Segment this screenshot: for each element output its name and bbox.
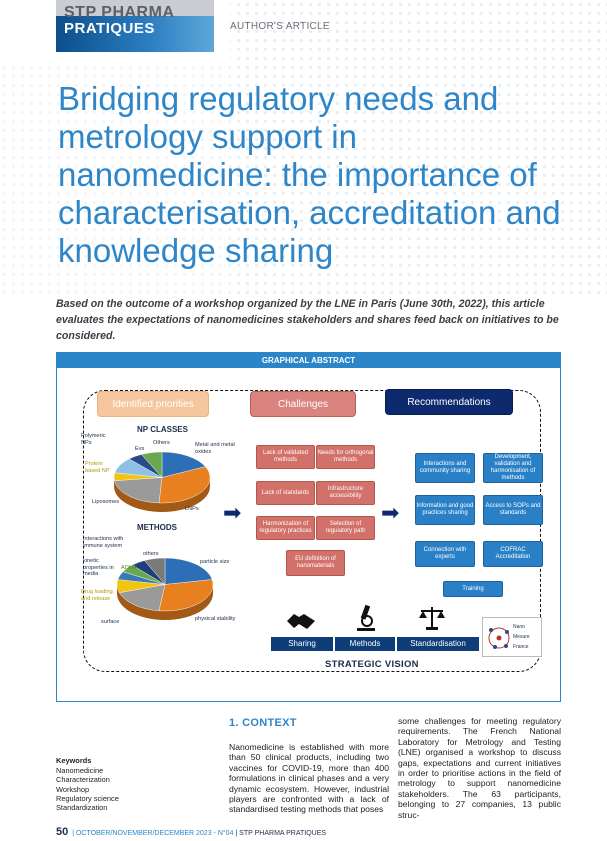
pie-slice — [164, 557, 213, 585]
pie-slice — [144, 557, 166, 586]
pie-slice — [161, 451, 206, 478]
pie-depth-band — [117, 584, 213, 620]
pie2-label-adme: ADME — [121, 565, 138, 571]
pie1-label-polymeric: Polymeric NPs — [81, 433, 106, 446]
molecule-icon — [488, 627, 510, 649]
keyword-item: Characterization — [56, 775, 110, 785]
publication-name: | STP PHARMA PRATIQUES — [235, 830, 327, 837]
article-title: Bridging regulatory needs and metrology … — [58, 80, 561, 269]
keyword-item: Nanomedicine — [56, 766, 104, 776]
keyword-item: Regulatory science — [56, 793, 119, 803]
nano-mesure-logo: Nano Mesure France — [482, 617, 542, 657]
recommendation-box: Access to SOPs and standards — [483, 495, 543, 525]
context-column-1: Nanomedicine is established with more th… — [229, 742, 389, 815]
page-footer: 50 | OCTOBER/NOVEMBER/DECEMBER 2023 - N°… — [56, 826, 561, 838]
graphical-abstract-heading: GRAPHICAL ABSTRACT — [57, 353, 560, 368]
pie-slice — [119, 584, 166, 612]
dashed-frame — [83, 390, 541, 672]
pie-slice — [158, 579, 214, 612]
challenge-box: EU definition of nanomaterials — [286, 550, 345, 576]
pie2-label-physical-stability: physical stability — [195, 616, 236, 622]
pie-depth-band — [114, 477, 210, 512]
pie1-label-protein: Protein based NP — [85, 461, 110, 474]
pie-slice — [114, 477, 163, 504]
challenge-box: Selection of regulatory path — [316, 516, 375, 540]
masthead-brand-line1: STP PHARMA — [64, 4, 175, 21]
dot-pattern-background — [0, 0, 607, 300]
challenge-box: Lack of validated methods — [256, 445, 315, 469]
arrow-right-icon: ➡ — [381, 500, 400, 525]
pie1-label-others: Others — [153, 440, 170, 446]
pie2-label-kinetic: kinetic properties in media — [83, 558, 114, 578]
challenge-box: Infrastructure accessibility — [316, 481, 375, 505]
keywords-heading: Keywords — [56, 756, 92, 765]
microscope-icon — [357, 604, 375, 631]
np-classes-pie — [113, 451, 211, 512]
context-column-2: some challenges for meeting regulatory r… — [398, 716, 561, 820]
masthead-brand-line2: PRATIQUES — [64, 20, 155, 37]
recommendation-box: Connection with experts — [415, 541, 475, 567]
identified-priorities-heading: Identified priorities — [97, 391, 209, 417]
logo-line-3: France — [513, 644, 529, 650]
masthead-band — [56, 0, 214, 16]
pie1-label-metal: Metal and metal oxides — [195, 442, 235, 455]
methods-pie — [116, 557, 214, 620]
pie2-label-immune: Interactions with immune system — [83, 536, 124, 549]
recommendation-box: Interactions and community sharing — [415, 453, 475, 483]
arrow-right-icon: ➡ — [223, 500, 242, 525]
handshake-icon — [287, 614, 315, 629]
graphical-abstract: GRAPHICAL ABSTRACT Identified priorities… — [56, 352, 561, 702]
article-lead: Based on the outcome of a workshop organ… — [56, 298, 559, 342]
challenge-box: Lack of standards — [256, 481, 315, 505]
np-classes-title: NP CLASSES — [137, 425, 188, 434]
pie-slice — [158, 466, 211, 504]
recommendation-box: Information and good practices sharing — [415, 495, 475, 525]
challenge-box: Needs for orthogonal methods — [316, 445, 375, 469]
pie2-label-surface: surface — [101, 619, 120, 625]
balance-scale-icon — [419, 607, 445, 630]
strategic-vision-label: STRATEGIC VISION — [319, 659, 425, 670]
journal-masthead: STP PHARMA PRATIQUES — [56, 0, 214, 52]
recommendation-box: COFRAC Accreditation — [483, 541, 543, 567]
pie1-label-lnps: LNPs — [185, 506, 199, 512]
page-number: 50 — [56, 826, 69, 838]
keyword-item: Standardization — [56, 803, 108, 813]
keyword-item: Workshop — [56, 784, 90, 794]
pie2-label-drug-loading: Drug loading and release — [81, 589, 113, 602]
pie2-label-others: others — [143, 551, 159, 557]
vision-step-sharing: Sharing — [271, 637, 333, 651]
issue-info: | OCTOBER/NOVEMBER/DECEMBER 2023 - N°04 — [72, 830, 234, 837]
logo-line-1: Nano — [513, 624, 525, 630]
methods-title: METHODS — [137, 523, 177, 532]
pie1-label-liposomes: Liposomes — [92, 499, 120, 505]
recommendations-heading: Recommendations — [385, 389, 513, 415]
pie1-label-evs: Evs — [135, 446, 145, 452]
keywords-box: Keywords Nanomedicine Characterization W… — [56, 756, 146, 812]
pie-slice — [141, 451, 163, 479]
vision-step-methods: Methods — [335, 637, 395, 651]
recommendation-box: Development, validation and harmonisatio… — [483, 453, 543, 483]
section-label: AUTHOR'S ARTICLE — [230, 21, 330, 32]
logo-line-2: Mesure — [513, 634, 530, 640]
recommendation-box: Training — [443, 581, 503, 597]
challenges-heading: Challenges — [250, 391, 356, 417]
pie2-label-particle-size: particle size — [200, 559, 230, 565]
challenge-box: Harmonization of regulatory practices — [256, 516, 315, 540]
vision-step-standardisation: Standardisation — [397, 637, 479, 651]
context-heading: 1. CONTEXT — [229, 717, 297, 729]
